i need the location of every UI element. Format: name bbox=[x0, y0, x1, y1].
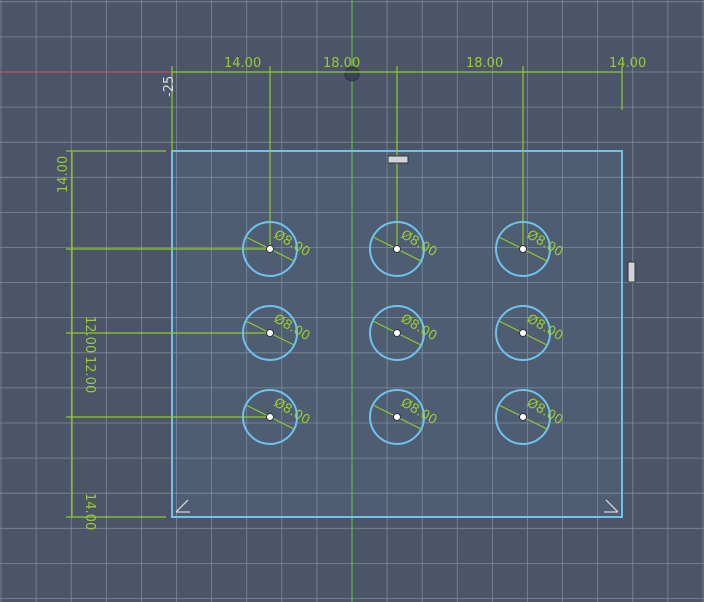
dim-top-3[interactable]: 18.00 bbox=[466, 56, 503, 71]
dim-left-1[interactable]: 14.00 bbox=[56, 156, 71, 193]
corner-constraint-icon bbox=[175, 499, 190, 513]
hole-circle[interactable] bbox=[369, 305, 425, 361]
hole-center-point[interactable] bbox=[393, 413, 401, 421]
offset-dimension[interactable]: -25 bbox=[162, 76, 177, 97]
hole-center-point[interactable] bbox=[266, 245, 274, 253]
hole-circle[interactable] bbox=[495, 305, 551, 361]
hole-circle[interactable] bbox=[495, 389, 551, 445]
hole-center-point[interactable] bbox=[393, 245, 401, 253]
hole-center-point[interactable] bbox=[393, 329, 401, 337]
hole-center-point[interactable] bbox=[519, 413, 527, 421]
hole-circle[interactable] bbox=[242, 221, 298, 277]
hole-center-point[interactable] bbox=[266, 329, 274, 337]
dim-left-4[interactable]: 14.00 bbox=[82, 493, 97, 530]
hole-circle[interactable] bbox=[242, 305, 298, 361]
hole-center-point[interactable] bbox=[519, 329, 527, 337]
hole-center-point[interactable] bbox=[266, 413, 274, 421]
hole-circle[interactable] bbox=[242, 389, 298, 445]
vertical-constraint-icon[interactable] bbox=[627, 261, 636, 283]
dim-top-1[interactable]: 14.00 bbox=[224, 56, 261, 71]
hole-circle[interactable] bbox=[495, 221, 551, 277]
hole-circle[interactable] bbox=[369, 221, 425, 277]
corner-constraint-icon bbox=[604, 499, 619, 513]
dim-top-4[interactable]: 14.00 bbox=[609, 56, 646, 71]
origin-icon[interactable] bbox=[344, 66, 360, 82]
hole-circle[interactable] bbox=[369, 389, 425, 445]
horizontal-constraint-icon[interactable] bbox=[387, 155, 409, 164]
dim-left-3[interactable]: 12.00 bbox=[82, 356, 97, 393]
hole-center-point[interactable] bbox=[519, 245, 527, 253]
dim-left-2[interactable]: 12.00 bbox=[82, 316, 97, 353]
dimensions bbox=[66, 66, 623, 518]
dim-top-2[interactable]: 18.00 bbox=[323, 56, 360, 71]
